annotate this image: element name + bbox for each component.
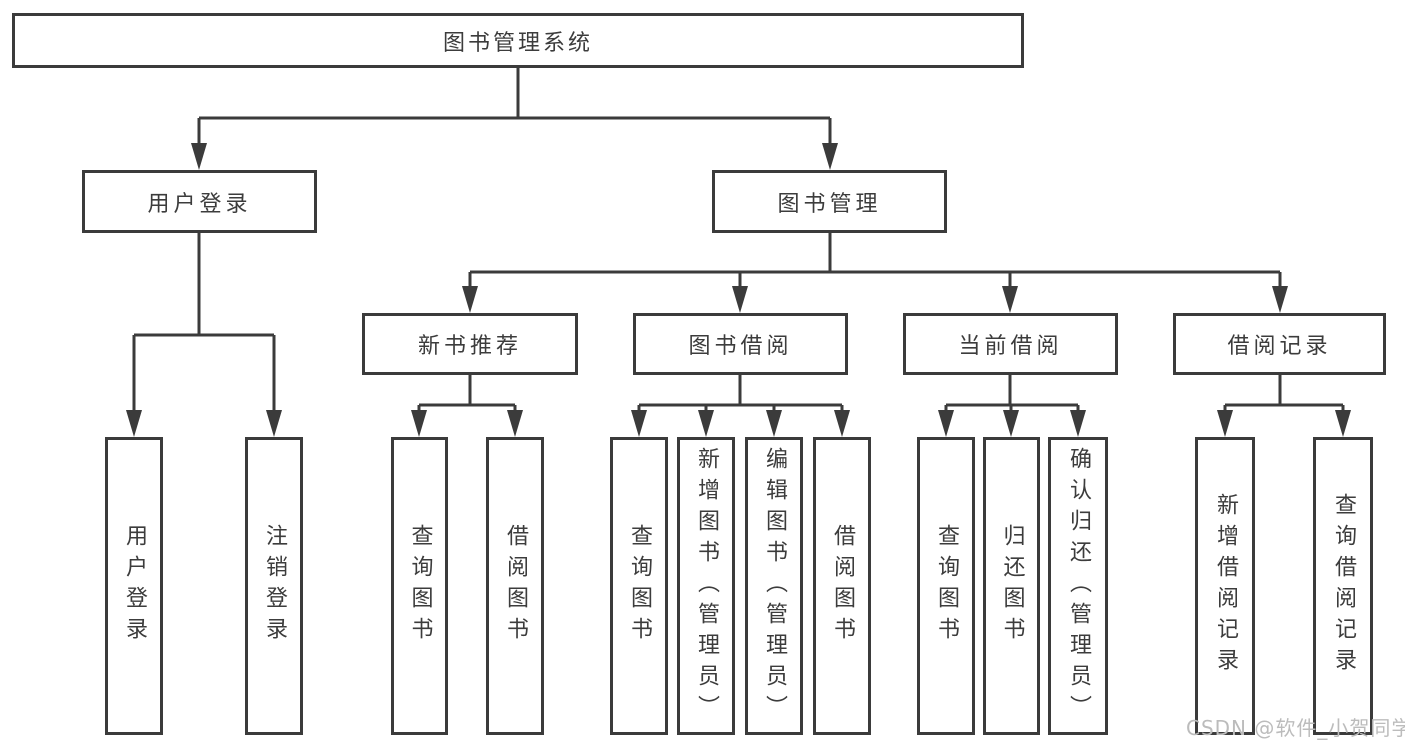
arrowhead-icon xyxy=(1217,410,1233,437)
node-label: 查询图书 xyxy=(627,524,652,648)
arrowhead-icon xyxy=(1070,410,1086,437)
leaf-add-book-admin: 新增图书（管理员） xyxy=(677,437,735,735)
node-label: 借阅图书 xyxy=(503,524,528,648)
leaf-confirm-return-admin: 确认归还（管理员） xyxy=(1048,437,1108,735)
connector-path xyxy=(417,375,517,419)
leaf-query-books-recommend: 查询图书 xyxy=(391,437,448,735)
connector-path xyxy=(468,233,1282,295)
node-label: 用户登录 xyxy=(122,524,147,648)
node-new-book-recommendation: 新书推荐 xyxy=(362,313,578,375)
node-user-login: 用户登录 xyxy=(82,170,317,233)
arrowhead-icon xyxy=(411,410,427,437)
arrowhead-icon xyxy=(822,143,838,170)
node-label: 借阅图书 xyxy=(830,524,855,648)
connector-path xyxy=(1223,375,1345,419)
arrowhead-icon xyxy=(1003,410,1019,437)
leaf-query-borrow-record: 查询借阅记录 xyxy=(1313,437,1373,735)
leaf-borrow-books-recommend: 借阅图书 xyxy=(486,437,544,735)
arrowhead-icon xyxy=(1272,286,1288,313)
arrowhead-icon xyxy=(462,286,478,313)
arrowhead-icon xyxy=(766,410,782,437)
node-label: 图书管理 xyxy=(777,191,882,217)
leaf-borrow-books-borrowing: 借阅图书 xyxy=(813,437,871,735)
node-book-borrowing: 图书借阅 xyxy=(633,313,848,375)
leaf-query-books-current: 查询图书 xyxy=(917,437,975,735)
arrowhead-icon xyxy=(698,410,714,437)
arrowhead-icon xyxy=(938,410,954,437)
arrowhead-icon xyxy=(126,410,142,437)
node-label: 借阅记录 xyxy=(1227,334,1332,359)
node-library-management-system: 图书管理系统 xyxy=(12,13,1024,68)
node-book-management: 图书管理 xyxy=(712,170,947,233)
node-label: 新增图书（管理员） xyxy=(694,446,719,726)
node-label: 注销登录 xyxy=(262,524,287,648)
connector-path xyxy=(132,233,276,419)
leaf-query-books-borrowing: 查询图书 xyxy=(610,437,668,735)
arrowhead-icon xyxy=(732,286,748,313)
leaf-return-books: 归还图书 xyxy=(983,437,1040,735)
arrowhead-icon xyxy=(631,410,647,437)
node-label: 查询图书 xyxy=(934,524,959,648)
node-label: 当前借阅 xyxy=(958,334,1063,359)
node-label: 新增借阅记录 xyxy=(1213,493,1238,679)
node-label: 图书管理系统 xyxy=(442,30,593,56)
leaf-user-login: 用户登录 xyxy=(105,437,163,735)
arrowhead-icon xyxy=(1335,410,1351,437)
node-label: 归还图书 xyxy=(999,524,1025,648)
arrowhead-icon xyxy=(1002,286,1018,313)
watermark: CSDN @软件_小贺同学 xyxy=(1186,716,1405,740)
node-label: 编辑图书（管理员） xyxy=(762,446,787,726)
leaf-add-borrow-record: 新增借阅记录 xyxy=(1195,437,1255,735)
connector-path xyxy=(197,68,832,152)
node-label: 确认归还（管理员） xyxy=(1066,446,1091,726)
node-label: 图书借阅 xyxy=(688,334,793,359)
connector-path xyxy=(637,375,844,419)
node-label: 查询借阅记录 xyxy=(1331,493,1356,679)
leaf-edit-book-admin: 编辑图书（管理员） xyxy=(745,437,803,735)
arrowhead-icon xyxy=(191,143,207,170)
arrowhead-icon xyxy=(834,410,850,437)
arrowhead-icon xyxy=(507,410,523,437)
node-label: 用户登录 xyxy=(147,191,252,217)
node-current-borrowing: 当前借阅 xyxy=(903,313,1118,375)
node-label: 查询图书 xyxy=(407,524,433,648)
node-label: 新书推荐 xyxy=(417,334,522,359)
arrowhead-icon xyxy=(266,410,282,437)
node-borrowing-records: 借阅记录 xyxy=(1173,313,1386,375)
leaf-logout: 注销登录 xyxy=(245,437,303,735)
